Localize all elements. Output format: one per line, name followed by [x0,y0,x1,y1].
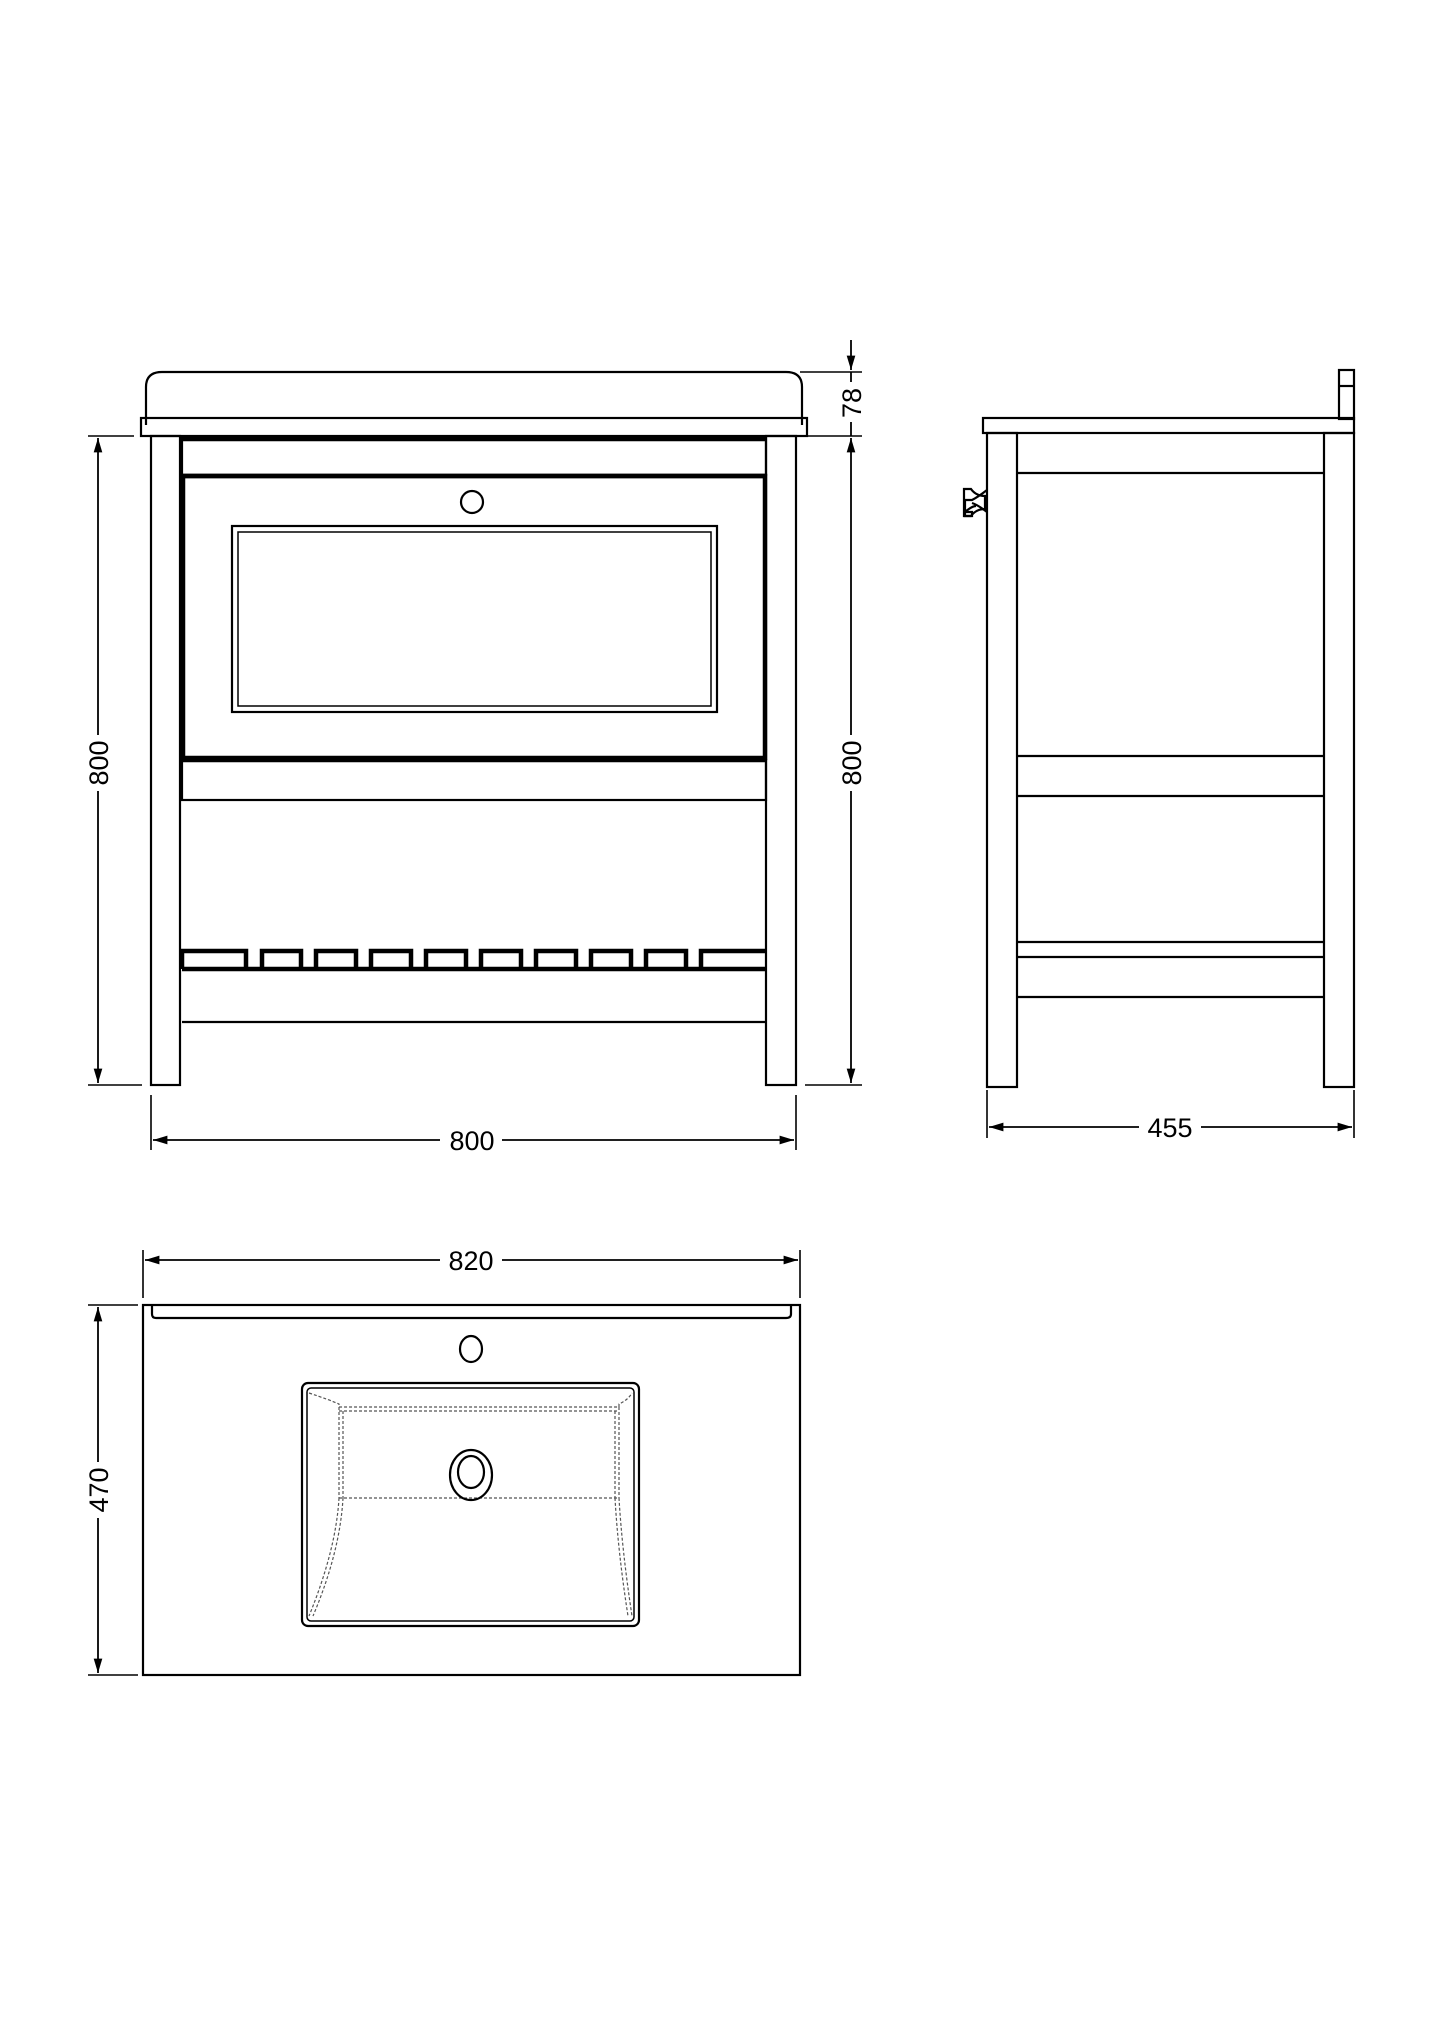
dim-basin-height: 78 [837,388,867,418]
side-dimensions: 455 [986,1090,1355,1143]
countertop-slab [139,416,809,438]
top-rail [180,435,768,477]
front-view [139,370,809,1087]
basin-profile [144,370,804,425]
drawer-front [180,473,768,761]
dim-width-front: 800 [449,1126,494,1156]
side-countertop [981,416,1356,435]
left-leg [149,434,182,1087]
dim-height-right: 800 [837,740,867,785]
basin-outline [141,1303,802,1677]
top-dimensions: 820 470 [84,1244,801,1676]
top-view [141,1303,802,1677]
right-leg [764,434,798,1087]
dim-depth-top: 470 [84,1467,114,1512]
bowl-outer [300,1381,641,1628]
drawer-panel [230,524,719,714]
dim-width-top: 820 [448,1246,493,1276]
basin-tap-hole-icon [458,1334,484,1364]
slatted-shelf [179,948,766,972]
tap-hole-icon [459,489,485,515]
dim-height-left: 800 [84,740,114,785]
waste-outlet-icon [448,1448,494,1502]
lower-rail [180,758,768,802]
front-dimensions: 800 800 78 800 [84,340,867,1156]
side-front-leg [985,431,1019,1089]
dim-depth-side: 455 [1147,1113,1192,1143]
side-view [962,368,1356,1089]
upstand [1337,368,1356,421]
basin-upstand-lip [150,1305,793,1320]
side-back-leg [1322,431,1356,1089]
